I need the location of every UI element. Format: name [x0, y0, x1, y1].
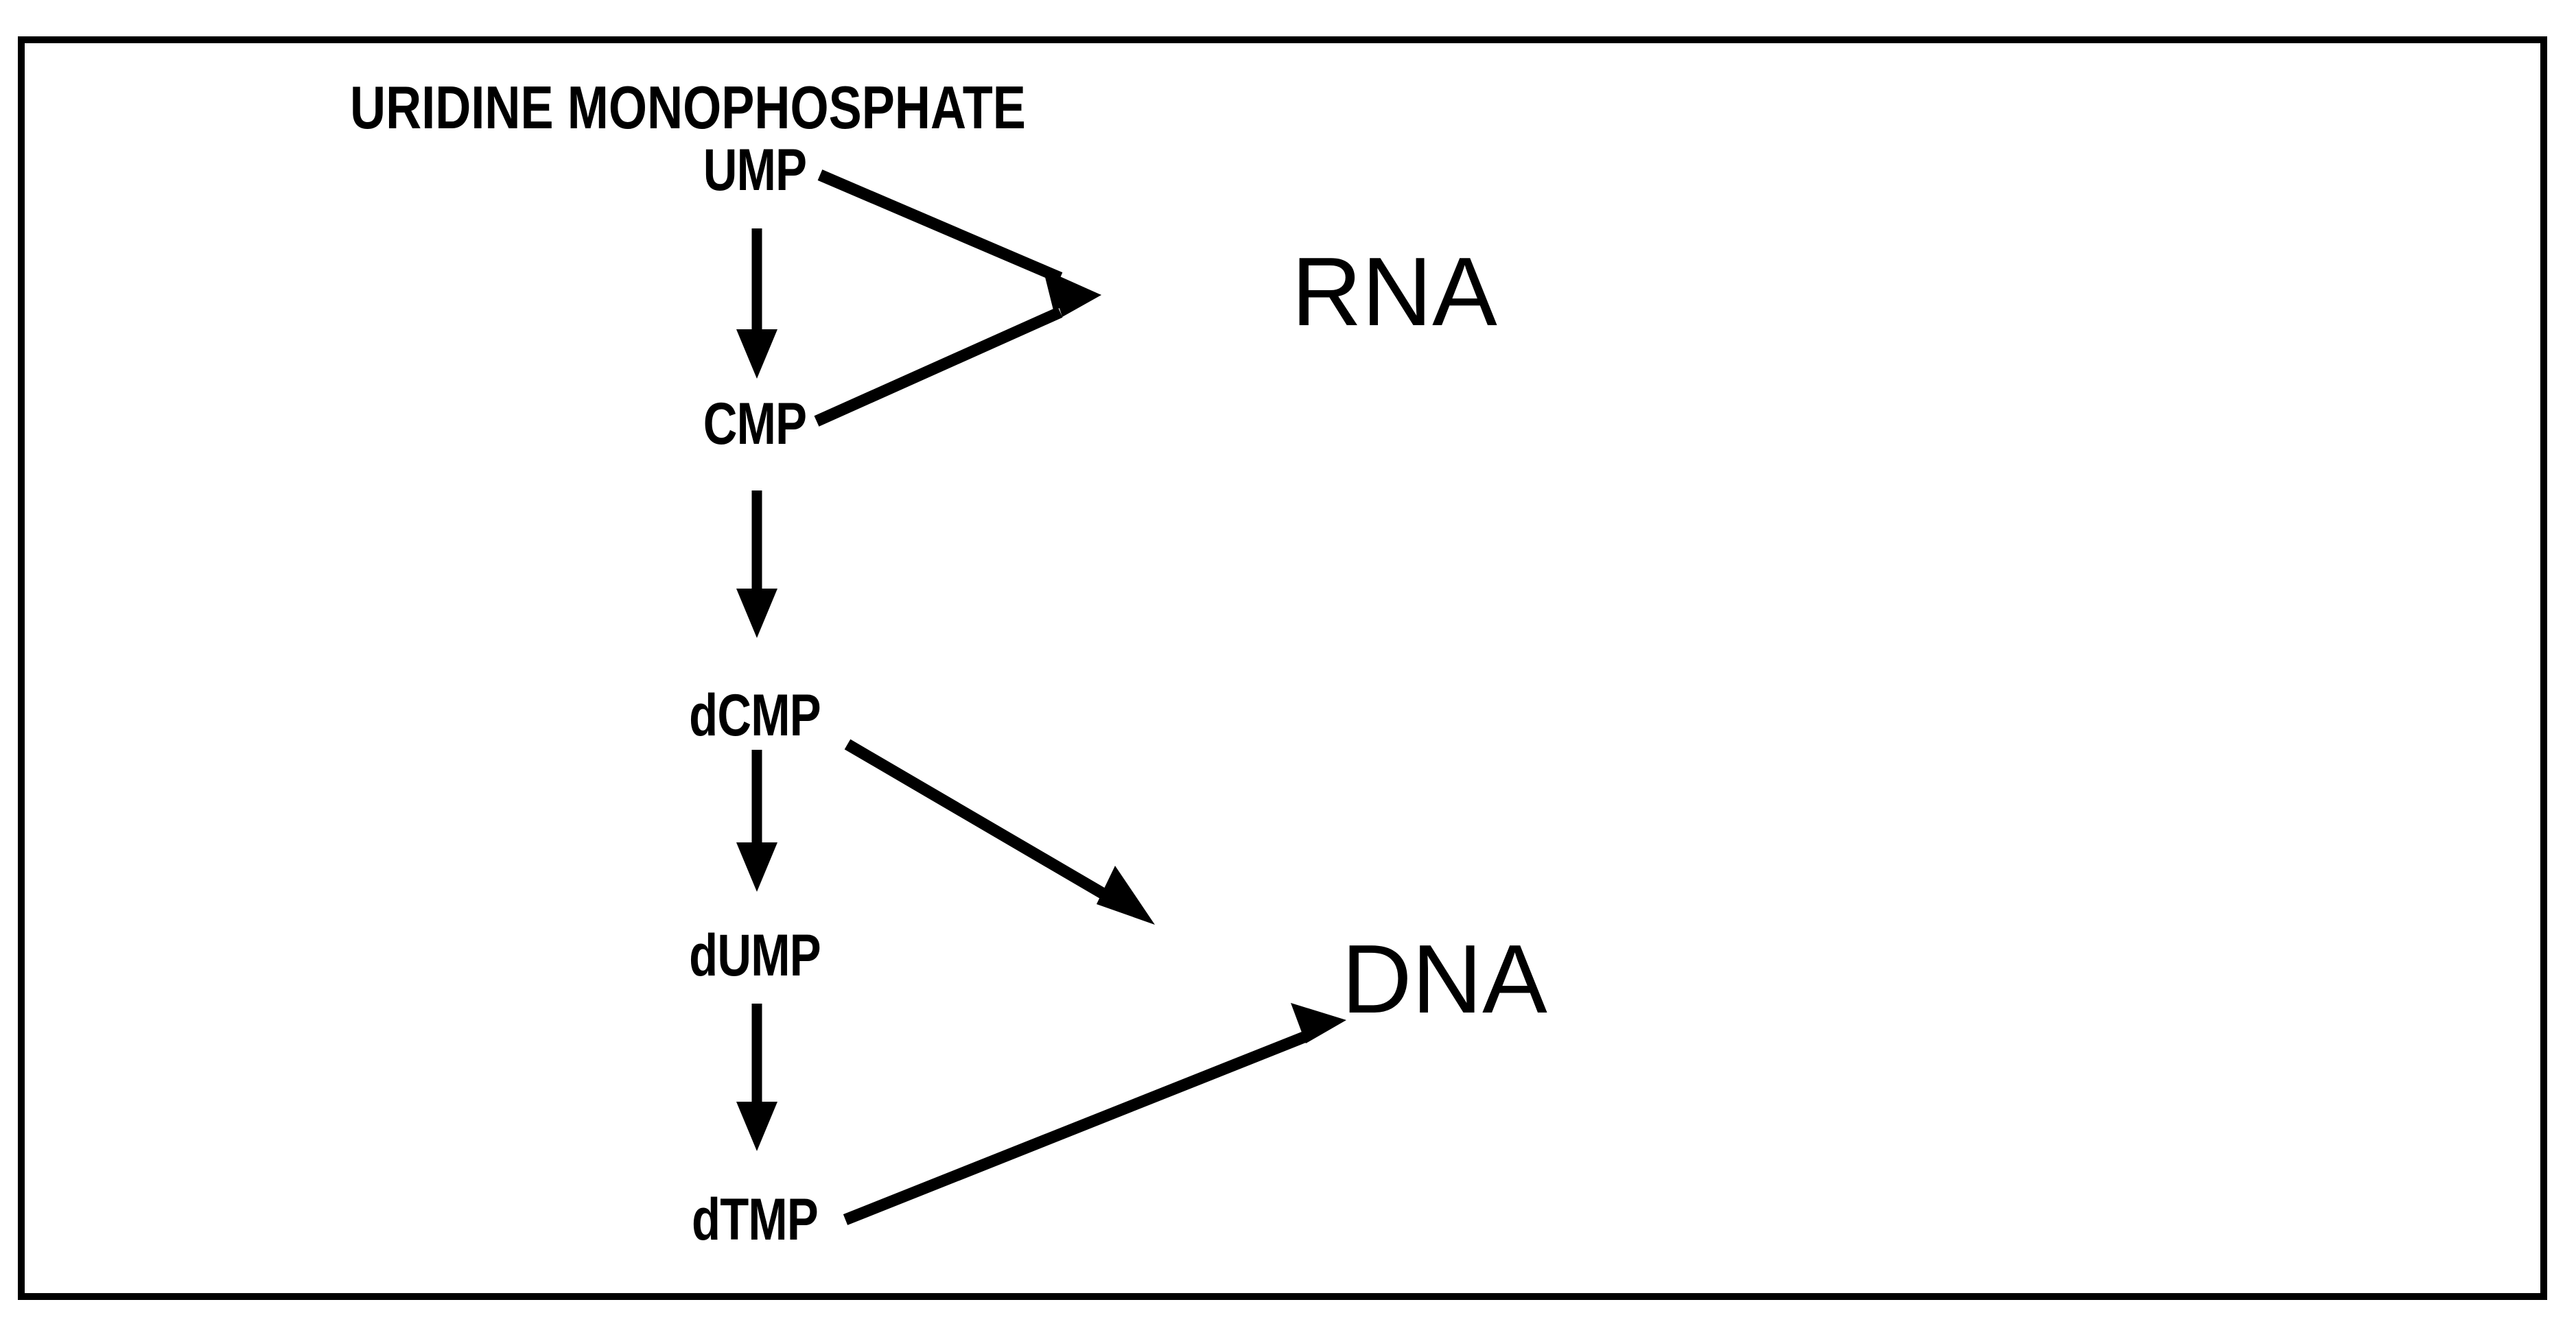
arrow-cmp-to-dcmp — [736, 490, 777, 638]
page-title: URIDINE MONOPHOSPHATE — [350, 73, 1026, 141]
node-label-cmp: CMP — [703, 391, 807, 457]
node-label-dump: dUMP — [689, 923, 821, 989]
arrow-dtmp-to-dna — [843, 1003, 1346, 1225]
arrow-dcmp-to-dna — [844, 739, 1155, 925]
node-label-ump: UMP — [703, 137, 807, 203]
product-label-rna: RNA — [1291, 237, 1497, 346]
node-label-dtmp: dTMP — [691, 1187, 819, 1253]
arrow-cmp-to-rna — [814, 274, 1101, 427]
arrow-ump-to-cmp — [736, 228, 777, 379]
arrow-dump-to-dtmp — [736, 1004, 777, 1151]
arrow-dcmp-to-dump — [736, 750, 777, 892]
node-label-dcmp: dCMP — [689, 683, 821, 748]
product-label-dna: DNA — [1342, 925, 1547, 1034]
figure-border — [18, 36, 2547, 1300]
